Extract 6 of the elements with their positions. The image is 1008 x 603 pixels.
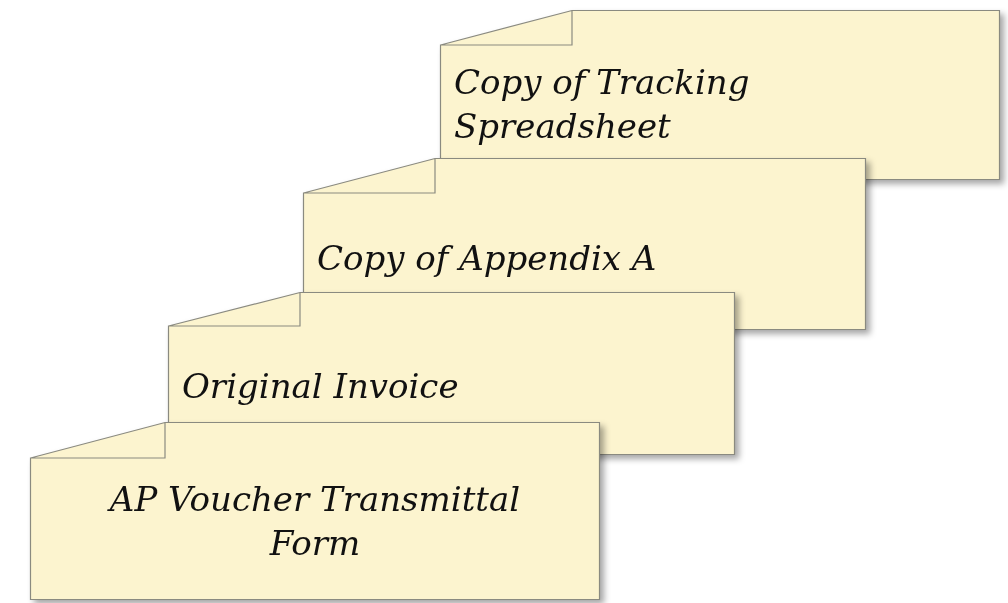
document-card (440, 10, 1000, 180)
document-title: AP Voucher Transmittal Form (106, 478, 522, 565)
document-title: Copy of Appendix A (317, 237, 658, 280)
document-card (30, 422, 600, 600)
document-title: Copy of Tracking Spreadsheet (454, 61, 751, 148)
document-title: Original Invoice (182, 365, 460, 408)
